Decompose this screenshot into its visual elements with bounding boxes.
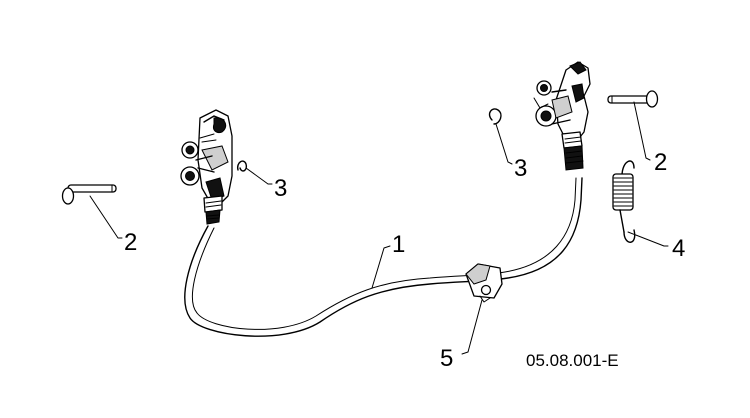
right-lever-assembly: [533, 61, 591, 171]
clip-left: [236, 160, 248, 172]
callout-pin-left: 2: [124, 229, 137, 256]
left-lever-assembly: [180, 109, 233, 225]
drawing-code: 05.08.001-E: [526, 351, 619, 370]
clip-right: [488, 108, 502, 125]
clevis-pin-left: [61, 184, 117, 205]
callout-clip-left: 3: [274, 175, 287, 202]
callout-spring: 4: [672, 235, 685, 262]
cable-clamp: [465, 263, 503, 303]
brake-cable: [184, 177, 583, 337]
clevis-pin-right: [607, 90, 659, 108]
callout-cable: 1: [392, 231, 405, 258]
extension-spring: [612, 160, 636, 243]
callout-pin-right: 2: [654, 149, 667, 176]
leader-lines: [89, 101, 669, 355]
callout-clip-right: 3: [514, 155, 527, 182]
callout-clamp: 5: [440, 345, 453, 372]
